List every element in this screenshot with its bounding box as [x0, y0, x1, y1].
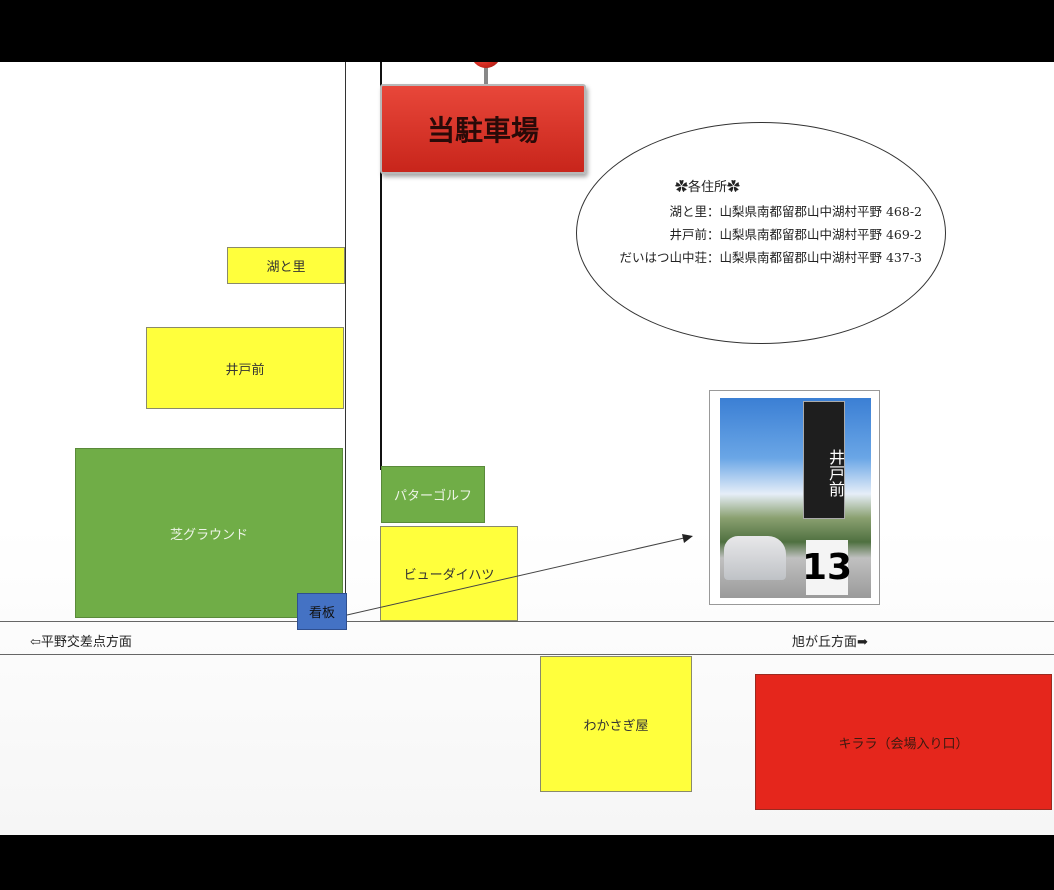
- lane-line-left: [345, 62, 346, 621]
- address-title: ✿各住所✿: [675, 180, 741, 195]
- block-kotosato: 湖と里: [227, 247, 345, 284]
- lane-line-right: [380, 62, 382, 470]
- address-oval: [576, 122, 946, 344]
- road-edge-bottom: [0, 654, 1054, 655]
- address-line-idomae: 井戸前：山梨県南都留郡山中湖村平野 469-2: [669, 227, 922, 242]
- block-shiba-ground: 芝グラウンド: [75, 448, 343, 618]
- road-edge-top: [0, 621, 1054, 622]
- car-shape: [724, 536, 786, 580]
- map-pin-icon: [471, 62, 501, 68]
- road-label-left: ⇦平野交差点方面: [30, 635, 132, 650]
- address-line-daihatsu: だいはつ山中荘：山梨県南都留郡山中湖村平野 437-3: [619, 250, 922, 265]
- signboard-marker: 看板: [297, 593, 347, 630]
- pin-stem: [484, 67, 488, 99]
- block-idomae: 井戸前: [146, 327, 344, 409]
- block-kirara: キララ（会場入り口）: [755, 674, 1052, 810]
- road-label-right: 旭が丘方面➡: [792, 635, 868, 650]
- signboard-photo: 井戸前 13: [709, 390, 880, 605]
- parking-map: 当駐車場 ✿各住所✿ 湖と里：山梨県南都留郡山中湖村平野 468-2 井戸前：山…: [0, 62, 1054, 835]
- block-view-daihatsu: ビューダイハツ: [380, 526, 518, 621]
- photo-image: 井戸前 13: [720, 398, 871, 598]
- block-putter-golf: パターゴルフ: [381, 466, 485, 523]
- parking-lot-sign: 当駐車場: [380, 84, 586, 174]
- photo-number-sign: 13: [802, 540, 852, 595]
- address-line-kotosato: 湖と里：山梨県南都留郡山中湖村平野 468-2: [669, 204, 922, 219]
- photo-idomae-sign: 井戸前: [803, 401, 845, 519]
- block-wakasagiya: わかさぎ屋: [540, 656, 692, 792]
